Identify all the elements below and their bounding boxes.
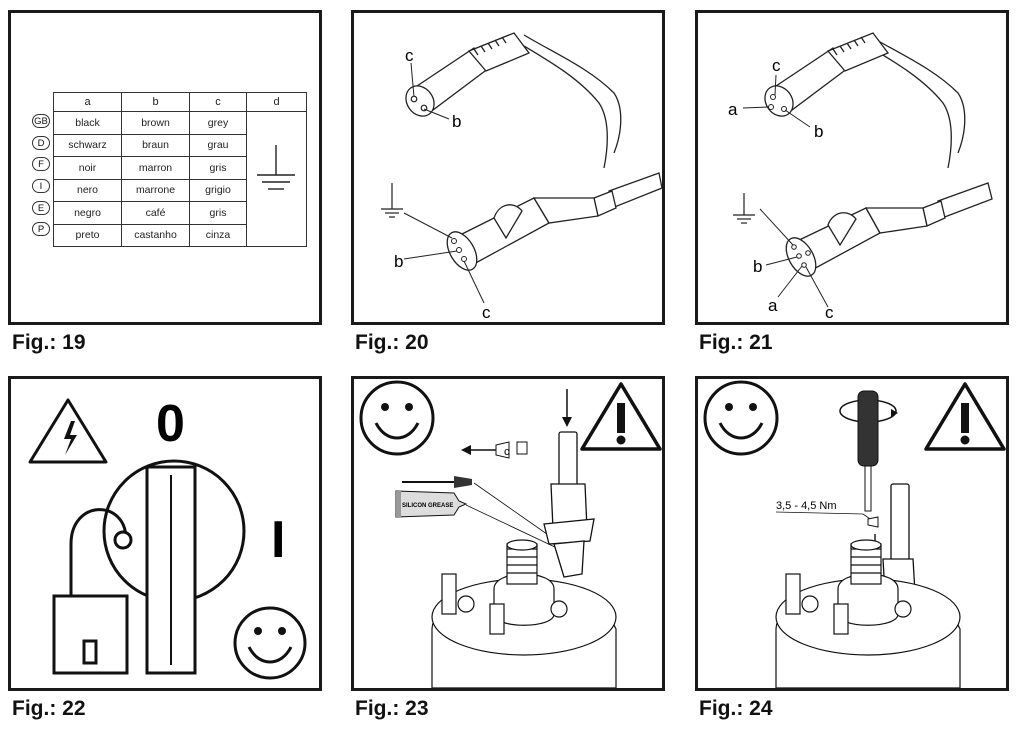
torque-label: 3,5 - 4,5 Nm [776, 500, 837, 512]
table-cell: black [53, 111, 122, 135]
table-cell: negro [53, 201, 122, 225]
screw-tightening-illustration: 3,5 - 4,5 Nm [703, 380, 1006, 688]
lang-badge: P [32, 222, 50, 237]
lang-badge: E [32, 200, 50, 215]
table-cell: marrone [121, 178, 190, 202]
table-cell: gris [189, 156, 247, 180]
lang-badge: GB [32, 114, 50, 128]
column-header: b [121, 92, 190, 112]
plug-illustration [405, 32, 622, 169]
three-pin-connector-illustration: c b b c [381, 32, 662, 322]
figure-caption: Fig.: 22 [12, 697, 86, 720]
label-b: b [394, 252, 403, 271]
figure-24-panel: 3,5 - 4,5 Nm [695, 376, 1009, 691]
label-c: c [482, 303, 491, 322]
table-cell: grigio [189, 178, 247, 202]
tube-label: SILICON GREASE [402, 503, 453, 509]
figure-19-panel: GB D F I E P a b c d black brown grey [8, 10, 322, 325]
figure-caption: Fig.: 20 [355, 331, 429, 354]
table-cell: nero [53, 178, 122, 202]
label-b: b [753, 257, 762, 276]
screw-label: c [504, 446, 510, 458]
table-cell: café [121, 201, 190, 225]
ground-cell [246, 111, 307, 247]
table-cell: grey [189, 111, 247, 135]
figure-20-panel: c b b c [351, 10, 665, 325]
figure-21-panel: c a b b a c [695, 10, 1009, 325]
label-c: c [405, 46, 414, 65]
lang-badge: D [32, 135, 50, 150]
screwdriver-icon [839, 390, 898, 512]
cable-insertion-illustration: c SILICON GREASE [359, 380, 662, 688]
figure-caption: Fig.: 23 [355, 697, 429, 720]
figure-22-panel: 0 I [8, 376, 322, 691]
table-row: black brown grey [53, 111, 307, 247]
lang-badge: I [32, 179, 50, 194]
column-header: d [246, 92, 307, 112]
table-row: nero marrone grigio [53, 178, 307, 202]
plug-illustration [764, 32, 966, 169]
table-row: preto castanho cinza [53, 223, 307, 247]
column-header: c [189, 92, 247, 112]
socket-illustration [785, 182, 993, 277]
table-cell: noir [53, 156, 122, 180]
motor-illustration [431, 539, 617, 688]
silicon-grease-tube: SILICON GREASE [395, 490, 468, 518]
table-cell: marron [121, 156, 190, 180]
table-cell: castanho [121, 223, 190, 247]
figure-caption: Fig.: 19 [12, 331, 86, 354]
wire-color-table: a b c d black brown grey schwarz braun g… [53, 92, 307, 247]
four-pin-connector-illustration: c a b b a c [728, 32, 993, 322]
table-cell: gris [189, 201, 247, 225]
figure-caption: Fig.: 21 [699, 331, 773, 354]
table-cell: grau [189, 133, 247, 157]
table-cell: brown [121, 111, 190, 135]
smiley-icon [359, 380, 435, 456]
label-a: a [768, 296, 778, 315]
table-header-row: a b c d [53, 92, 307, 112]
high-voltage-icon [28, 398, 108, 464]
table-cell: schwarz [53, 133, 122, 157]
label-b: b [452, 112, 461, 131]
switch-on-label: I [271, 511, 285, 569]
figure-caption: Fig.: 24 [699, 697, 773, 720]
label-c: c [772, 56, 781, 75]
warning-triangle-icon [924, 382, 1006, 451]
figure-23-panel: c SILICON GREASE [351, 376, 665, 691]
lockout-switch-illustration: 0 I [28, 395, 307, 680]
padlock-shackle [69, 508, 128, 596]
table-row: negro café gris [53, 201, 307, 225]
table-row: noir marron gris [53, 156, 307, 180]
label-c: c [825, 303, 834, 322]
label-a: a [728, 100, 738, 119]
label-b: b [814, 122, 823, 141]
language-column: GB D F I E P [32, 114, 50, 244]
motor-illustration [775, 539, 961, 688]
ground-symbol-icon [257, 144, 295, 190]
column-header: a [53, 92, 122, 112]
table-cell: braun [121, 133, 190, 157]
smiley-icon [233, 606, 307, 680]
socket-illustration [446, 172, 662, 271]
switch-off-label: 0 [156, 395, 185, 453]
smiley-icon [703, 380, 779, 456]
table-cell: preto [53, 223, 122, 247]
table-cell: cinza [189, 223, 247, 247]
warning-triangle-icon [580, 382, 662, 451]
lang-badge: F [32, 157, 50, 172]
